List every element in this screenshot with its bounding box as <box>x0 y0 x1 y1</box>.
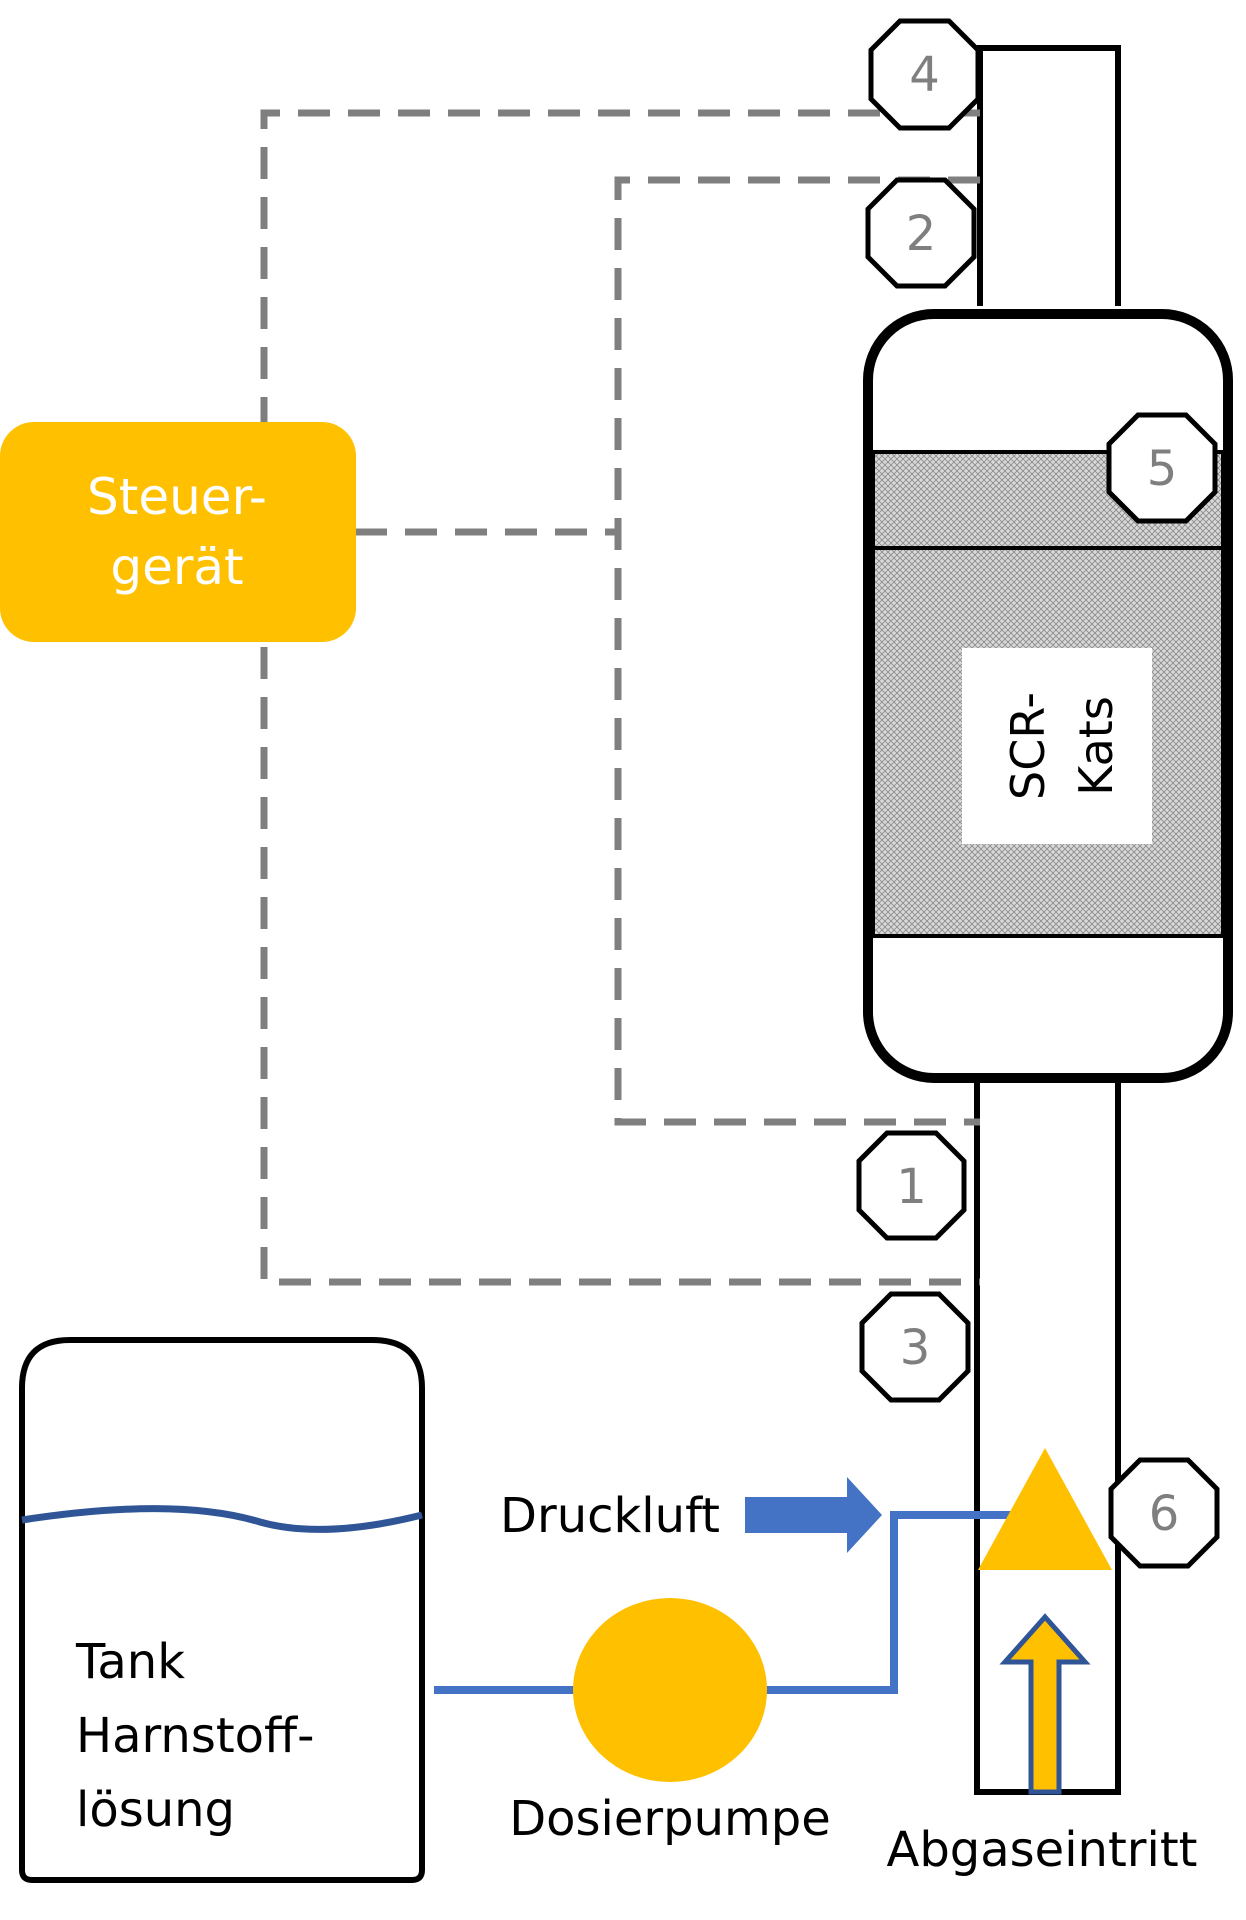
dosing-pump: Dosierpumpe <box>509 1598 831 1847</box>
signal-lines <box>260 109 980 1286</box>
sensor-5-label: 5 <box>1147 441 1178 497</box>
control-unit: Steuer- gerät <box>0 422 356 642</box>
exhaust-inlet-arrow-icon <box>999 1613 1091 1795</box>
sensor-4-label: 4 <box>909 47 940 103</box>
signal-line-sensor-2 <box>614 176 980 1126</box>
scr-catalyst: SCR- Kats <box>863 309 1233 1083</box>
control-unit-label-line2: gerät <box>110 538 243 596</box>
sensor-1-label: 1 <box>896 1159 927 1215</box>
sensor-5: 5 <box>1106 412 1218 524</box>
control-unit-box <box>0 422 356 642</box>
sensor-6-label: 6 <box>1149 1486 1180 1542</box>
liquid-level-wave <box>21 1505 423 1533</box>
sensor-4: 4 <box>868 18 981 131</box>
sensor-5-octagon-icon <box>1106 412 1218 524</box>
dosing-pump-circle <box>573 1598 767 1782</box>
sensor-6-octagon-icon <box>1108 1457 1220 1569</box>
tank-label-line3: lösung <box>76 1782 235 1838</box>
dosing-pump-label: Dosierpumpe <box>509 1791 831 1847</box>
compressed-air-label: Druckluft <box>500 1488 720 1544</box>
sensor-2: 2 <box>865 177 977 289</box>
sensor-2-octagon-icon <box>865 177 977 289</box>
catalyst-label-line2: Kats <box>1069 696 1123 796</box>
tank-outline <box>19 1337 425 1883</box>
tank-label-line2: Harnstoff- <box>76 1708 314 1764</box>
exhaust-inlet: Abgaseintritt <box>886 1613 1198 1878</box>
sensor-3: 3 <box>859 1291 971 1403</box>
sensor-4-octagon-icon <box>868 18 981 131</box>
sensor-1: 1 <box>856 1130 967 1241</box>
sensor-3-label: 3 <box>900 1320 931 1376</box>
sensor-3-octagon-icon <box>859 1291 971 1403</box>
catalyst-label-box <box>962 648 1152 844</box>
line-pump-to-nozzle <box>765 1511 1020 1694</box>
sensor-2-label: 2 <box>906 206 937 262</box>
dosing-lines <box>434 1511 1020 1694</box>
sensor-1-octagon-icon <box>856 1130 967 1241</box>
tank-label-line1: Tank <box>75 1634 185 1690</box>
urea-tank: Tank Harnstoff- lösung <box>19 1337 425 1883</box>
compressed-air-arrow-icon <box>745 1477 882 1553</box>
control-unit-label-line1: Steuer- <box>87 468 267 526</box>
sensor-6: 6 <box>1108 1457 1220 1569</box>
exhaust-inlet-label: Abgaseintritt <box>886 1822 1197 1878</box>
signal-line-sensor-4 <box>260 109 980 1286</box>
catalyst-label-line1: SCR- <box>1001 692 1055 800</box>
dosing-nozzle-icon <box>978 1448 1112 1570</box>
compressed-air: Druckluft <box>500 1477 882 1553</box>
